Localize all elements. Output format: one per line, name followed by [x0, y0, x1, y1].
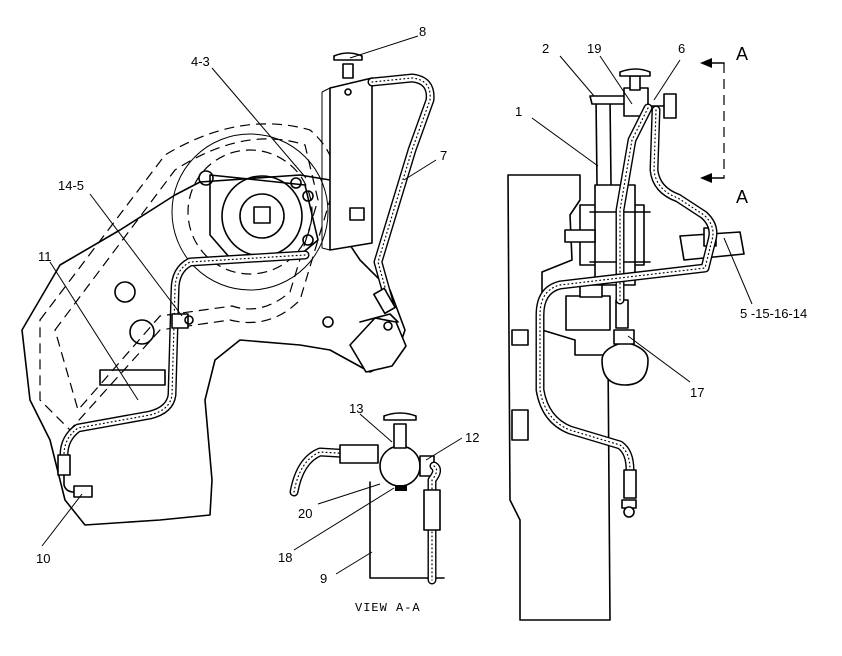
view-hose-right [427, 461, 442, 585]
callout-17: 17 [690, 385, 704, 400]
grommets [511, 329, 529, 441]
callout-5-15-16-14: 5 -15-16-14 [740, 306, 807, 321]
belt-outline-dashed-inner [54, 138, 319, 412]
fuel-line-7 [367, 73, 435, 310]
callout-19: 19 [587, 41, 601, 56]
tank-bracket [349, 207, 365, 221]
filter-bowl-neck [613, 329, 635, 345]
fitting-bottom-end [623, 506, 635, 518]
filter-housing-top [359, 313, 399, 323]
reservoir-tank [329, 77, 373, 251]
bolt [322, 316, 334, 328]
tank-edge [321, 247, 331, 251]
valve-stem [629, 75, 641, 91]
view-a-a: VIEW A-A [289, 412, 445, 615]
callout-12: 12 [465, 430, 479, 445]
callout-leaders [41, 35, 753, 575]
view-hose-right-fitting [423, 489, 441, 531]
right-block-outline [507, 174, 611, 621]
callout-6: 6 [678, 41, 685, 56]
callout-7: 7 [440, 148, 447, 163]
view-valve-plug [395, 485, 407, 491]
belt-outline-dashed [39, 123, 336, 431]
bolt [114, 281, 136, 303]
callout-18: 18 [278, 550, 292, 565]
tank-rivet [344, 88, 352, 96]
view-housing [369, 481, 445, 579]
right-view: A A [507, 44, 748, 621]
section-arrow-head-bottom [700, 173, 712, 183]
callout-4-3: 4-3 [191, 54, 210, 69]
fuel-line-right-side [535, 105, 718, 475]
mount-plate [564, 229, 596, 243]
callout-11: 11 [38, 249, 52, 264]
view-valve-handle [383, 412, 417, 421]
callout-1: 1 [515, 104, 522, 119]
fuel-line-right-long [615, 103, 653, 305]
lower-block [99, 369, 166, 386]
filter-bolt [383, 321, 393, 331]
callout-2: 2 [542, 41, 549, 56]
callout-13: 13 [349, 401, 363, 416]
pulley-hub [221, 175, 303, 257]
filter-housing [349, 317, 407, 373]
section-letter-bottom: A [736, 187, 748, 207]
section-arrow-head-top [700, 58, 712, 68]
view-hose-left [289, 447, 375, 497]
fitting [57, 454, 71, 476]
fitting-elbow [63, 474, 75, 493]
filter-bowl [601, 341, 649, 386]
callout-14-5: 14-5 [58, 178, 84, 193]
valve-side-knob [663, 93, 677, 119]
filter-fitting [373, 287, 396, 315]
tank-valve [342, 63, 354, 79]
bolt [129, 319, 155, 345]
lower-box [565, 295, 611, 331]
lower-box-2 [579, 284, 603, 298]
bolt [302, 234, 314, 246]
view-valve-stem [393, 423, 407, 449]
callout-9: 9 [320, 571, 327, 586]
pulley-outer [171, 133, 329, 291]
pulley-hub-inner [239, 193, 285, 239]
valve-handle [619, 68, 651, 77]
bolt [290, 177, 302, 189]
engine-block-outline [21, 174, 406, 526]
tank-valve-handle [333, 52, 363, 61]
fitting-nut [73, 485, 93, 498]
pulley-square-drive [253, 206, 271, 224]
tank-edge [321, 87, 331, 93]
callout-labels: 8 4-3 7 14-5 11 10 2 19 6 1 5 -15-16-14 … [36, 24, 807, 586]
view-label: VIEW A-A [355, 601, 421, 615]
fuel-line-11 [59, 250, 310, 460]
callout-8: 8 [419, 24, 426, 39]
view-valve-body [379, 445, 421, 487]
callout-10: 10 [36, 551, 50, 566]
callout-20: 20 [298, 506, 312, 521]
fitting-17 [615, 299, 629, 329]
view-hose-fitting [339, 444, 379, 464]
bolt [198, 170, 214, 186]
mount-block-inner [594, 184, 636, 286]
bolt [302, 190, 314, 202]
clip-bolt [184, 315, 194, 325]
left-view [21, 52, 435, 526]
fitting-bottom [623, 469, 637, 499]
section-letter-top: A [736, 44, 748, 64]
